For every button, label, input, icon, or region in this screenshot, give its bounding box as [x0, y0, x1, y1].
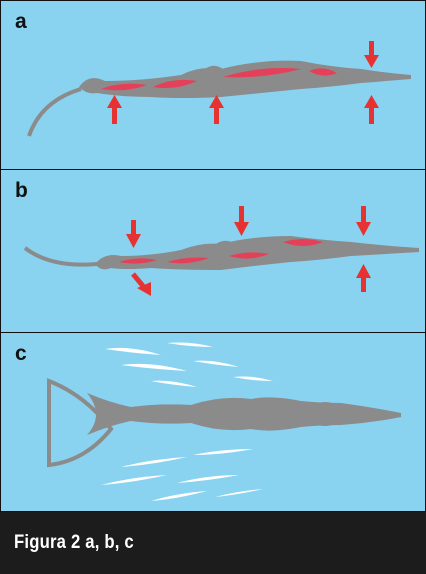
- panel-label-a: a: [15, 11, 27, 32]
- panel-b: b: [0, 169, 426, 333]
- panel-a-illustration: [1, 1, 426, 170]
- panel-label-b: b: [15, 180, 28, 201]
- figure-caption: Figura 2 a, b, c: [14, 532, 134, 554]
- panel-c-illustration: [1, 333, 426, 512]
- swimmer-head: [313, 402, 337, 426]
- panel-label-c: c: [15, 343, 27, 364]
- caption-bar: Figura 2 a, b, c: [0, 512, 426, 574]
- panel-c: c: [0, 332, 426, 512]
- panel-b-illustration: [1, 170, 426, 333]
- panel-a: a: [0, 0, 426, 170]
